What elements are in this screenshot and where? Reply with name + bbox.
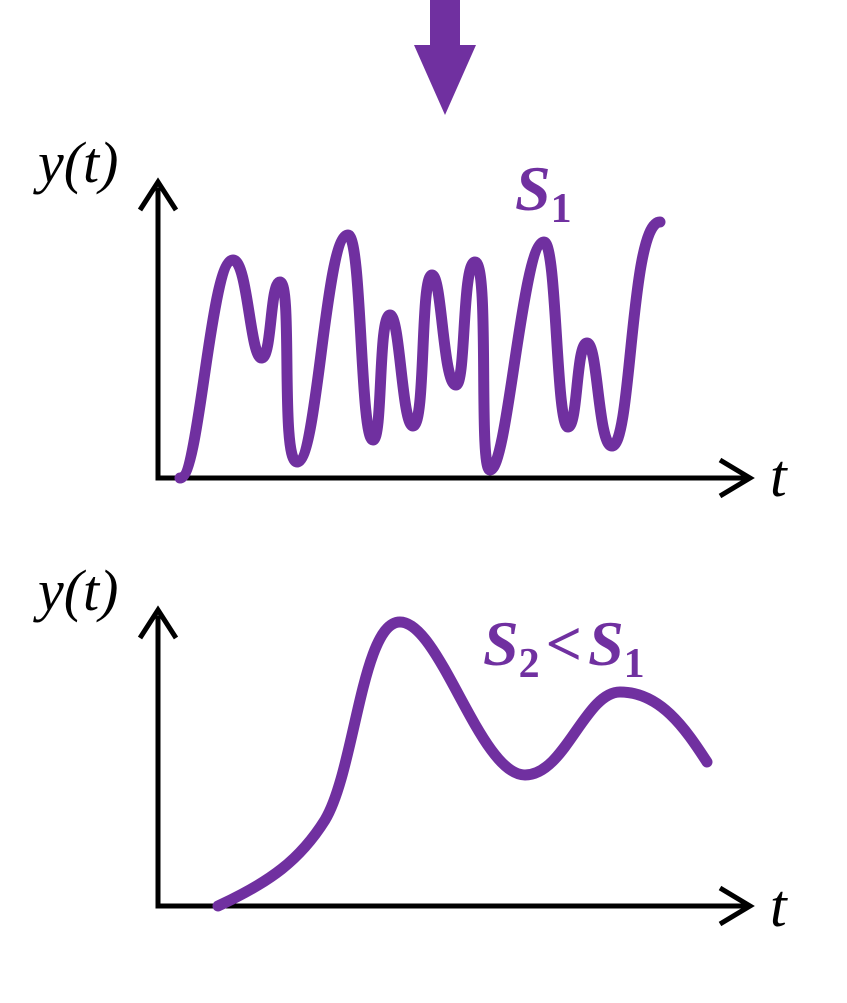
bottom-plot-t-axis-label: t — [770, 873, 788, 939]
top-plot-t-axis-label: t — [770, 443, 788, 509]
bottom-plot-t-axis-arrow-icon — [718, 885, 755, 927]
bottom-plot-signal-curve — [212, 616, 713, 912]
bottom-plot-series-left-subscript: 2 — [519, 641, 540, 687]
bottom-plot-series-left-symbol: S — [483, 608, 519, 679]
top-plot-series-subscript: 1 — [551, 186, 572, 232]
bottom-plot-series-right-subscript: 1 — [624, 641, 645, 687]
top-plot-series-symbol: S — [515, 153, 551, 224]
bottom-plot-y-axis-arrow-icon — [137, 605, 179, 640]
bottom-plot-series-operator: < — [546, 608, 582, 679]
top-plot-t-axis-arrow-icon — [718, 457, 755, 499]
bottom-plot-y-axis-label: y(t) — [33, 558, 119, 623]
top-plot-series-label: S1 — [515, 153, 572, 232]
bottom-plot-series-right-symbol: S — [588, 608, 624, 679]
top-plot-y-axis-label: y(t) — [33, 130, 119, 195]
bottom-plot-series-label: S2<S1 — [483, 608, 645, 687]
top-plot-y-axis-arrow-icon — [137, 177, 179, 212]
top-plot: y(t) t S1 — [33, 130, 788, 509]
top-plot-signal-curve — [174, 216, 666, 484]
top-plot-pointer — [414, 0, 476, 115]
bottom-plot: y(t) t S2<S1 — [33, 558, 788, 939]
arrow-down-icon — [414, 0, 476, 115]
